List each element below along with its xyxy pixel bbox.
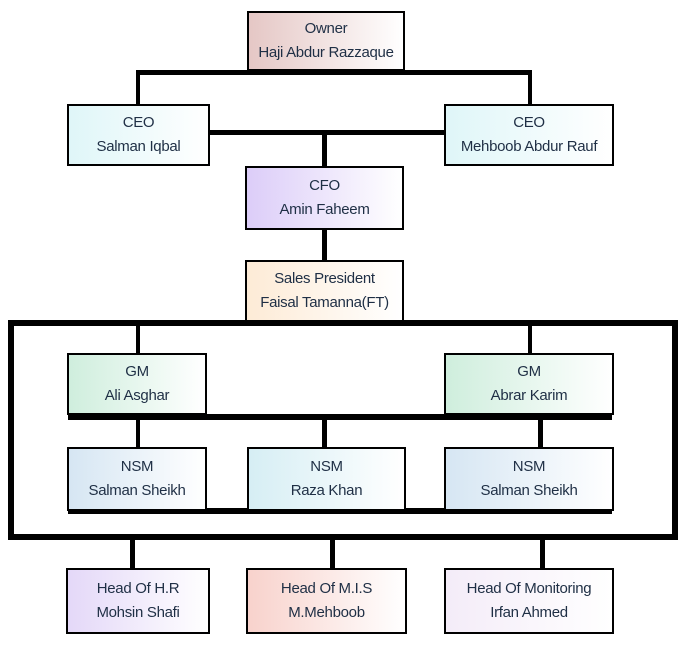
node-head-hr-name: Mohsin Shafi <box>96 604 180 621</box>
sales-division-frame <box>8 320 678 540</box>
node-sales-president-role: Sales President <box>274 270 375 287</box>
node-nsm-right: NSM Salman Sheikh <box>444 447 614 511</box>
gm-nsm-right-drop <box>538 416 543 448</box>
owner-ceo-right-drop <box>528 70 532 105</box>
node-nsm-left-name: Salman Sheikh <box>88 482 186 499</box>
owner-ceo-left-drop <box>136 70 140 105</box>
ceo-link-bar <box>208 130 446 135</box>
node-nsm-mid-name: Raza Khan <box>290 482 363 499</box>
node-head-hr-role: Head Of H.R <box>96 580 180 597</box>
node-gm-left: GM Ali Asghar <box>67 353 207 415</box>
node-head-monitoring: Head Of Monitoring Irfan Ahmed <box>444 568 614 634</box>
node-sales-president: Sales President Faisal Tamanna(FT) <box>245 260 404 322</box>
node-head-monitoring-role: Head Of Monitoring <box>466 580 592 597</box>
node-gm-right: GM Abrar Karim <box>444 353 614 415</box>
node-sales-president-name: Faisal Tamanna(FT) <box>260 294 389 311</box>
node-head-mis: Head Of M.I.S M.Mehboob <box>246 568 407 634</box>
node-ceo-right: CEO Mehboob Abdur Rauf <box>444 104 614 166</box>
node-nsm-right-role: NSM <box>512 458 546 475</box>
node-gm-left-role: GM <box>125 363 149 380</box>
node-head-mis-name: M.Mehboob <box>288 604 365 621</box>
node-nsm-left: NSM Salman Sheikh <box>67 447 207 511</box>
node-gm-left-name: Ali Asghar <box>104 387 170 404</box>
node-cfo-name: Amin Faheem <box>279 201 370 218</box>
frame-gm-left-drop <box>136 325 140 355</box>
owner-ceo-bar <box>136 70 532 75</box>
node-owner-name: Haji Abdur Razzaque <box>258 44 394 61</box>
node-ceo-right-role: CEO <box>513 114 545 131</box>
node-owner: Owner Haji Abdur Razzaque <box>247 11 405 71</box>
node-ceo-left-name: Salman Iqbal <box>96 138 181 155</box>
frame-head-mis-drop <box>330 535 335 569</box>
gm-nsm-mid-drop <box>322 416 327 448</box>
cfo-sales-stem <box>322 229 327 261</box>
nsm-base-bar <box>68 508 612 514</box>
node-head-mis-role: Head Of M.I.S <box>280 580 373 597</box>
frame-gm-right-drop <box>528 325 532 355</box>
node-ceo-left: CEO Salman Iqbal <box>67 104 210 166</box>
node-gm-right-name: Abrar Karim <box>490 387 568 404</box>
frame-head-monitoring-drop <box>540 535 545 569</box>
node-gm-right-role: GM <box>517 363 541 380</box>
node-head-monitoring-name: Irfan Ahmed <box>490 604 568 621</box>
node-head-hr: Head Of H.R Mohsin Shafi <box>66 568 210 634</box>
node-nsm-mid: NSM Raza Khan <box>247 447 406 511</box>
node-ceo-left-role: CEO <box>122 114 155 131</box>
gm-nsm-left-drop <box>136 416 140 448</box>
ceo-cfo-stem <box>322 130 327 168</box>
node-nsm-mid-role: NSM <box>310 458 343 475</box>
node-nsm-left-role: NSM <box>120 458 154 475</box>
node-cfo-role: CFO <box>309 177 340 194</box>
node-owner-role: Owner <box>304 20 348 37</box>
node-ceo-right-name: Mehboob Abdur Rauf <box>460 138 598 155</box>
node-cfo: CFO Amin Faheem <box>245 166 404 230</box>
gm-nsm-bar <box>68 414 612 420</box>
node-nsm-right-name: Salman Sheikh <box>480 482 578 499</box>
frame-head-hr-drop <box>130 535 135 569</box>
